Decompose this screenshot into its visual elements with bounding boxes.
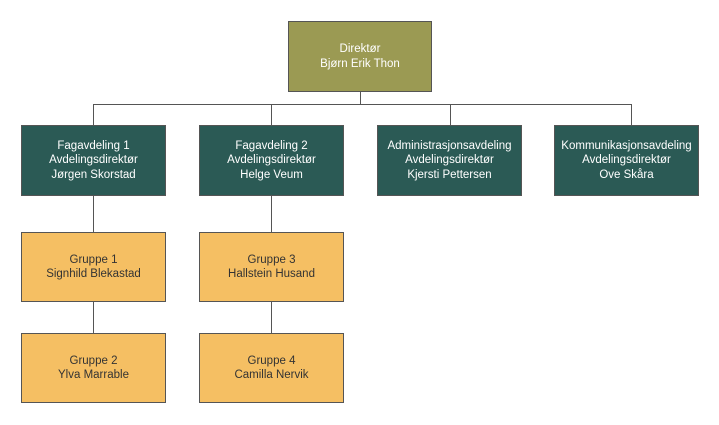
- department-head: Kjersti Pettersen: [407, 168, 492, 181]
- department-head: Helge Veum: [240, 168, 303, 181]
- connector-group1-group2: [93, 302, 94, 333]
- group-lead: Signhild Blekastad: [46, 268, 141, 280]
- group-lead: Camilla Nervik: [234, 369, 309, 381]
- department-box-administrasjon: Administrasjonsavdeling Avdelingsdirektø…: [377, 125, 522, 196]
- department-role: Avdelingsdirektør: [405, 154, 494, 167]
- connector-dept1-group1: [93, 196, 94, 232]
- group-lead: Hallstein Husand: [228, 268, 315, 280]
- group-box-4: Gruppe 4 Camilla Nervik: [199, 333, 344, 403]
- department-role: Avdelingsdirektør: [227, 154, 316, 167]
- director-name: Bjørn Erik Thon: [320, 57, 400, 70]
- group-lead: Ylva Marrable: [58, 369, 129, 381]
- group-unit: Gruppe 2: [69, 354, 118, 367]
- connector-dept-4: [631, 104, 632, 125]
- connector-dept-3: [450, 104, 451, 125]
- connector-dept-2: [271, 104, 272, 125]
- group-unit: Gruppe 3: [247, 253, 296, 266]
- department-box-fagavdeling-2: Fagavdeling 2 Avdelingsdirektør Helge Ve…: [199, 125, 344, 196]
- department-unit: Administrasjonsavdeling: [387, 139, 512, 152]
- connector-group3-group4: [271, 302, 272, 333]
- director-title: Direktør: [339, 43, 381, 55]
- connector-dept-1: [93, 104, 94, 125]
- department-box-kommunikasjon: Kommunikasjonsavdeling Avdelingsdirektør…: [554, 125, 699, 196]
- department-head: Jørgen Skorstad: [51, 168, 136, 181]
- department-head: Ove Skåra: [599, 168, 654, 181]
- connector-director-down: [360, 92, 361, 105]
- connector-dept2-group3: [271, 196, 272, 232]
- director-box: Direktør Bjørn Erik Thon: [288, 21, 432, 92]
- department-unit: Fagavdeling 2: [235, 139, 308, 152]
- department-unit: Kommunikasjonsavdeling: [561, 139, 692, 152]
- group-box-1: Gruppe 1 Signhild Blekastad: [21, 232, 166, 302]
- group-box-2: Gruppe 2 Ylva Marrable: [21, 333, 166, 403]
- department-role: Avdelingsdirektør: [49, 154, 138, 167]
- department-role: Avdelingsdirektør: [582, 154, 671, 167]
- department-box-fagavdeling-1: Fagavdeling 1 Avdelingsdirektør Jørgen S…: [21, 125, 166, 196]
- group-box-3: Gruppe 3 Hallstein Husand: [199, 232, 344, 302]
- group-unit: Gruppe 1: [69, 253, 118, 266]
- connector-horizontal-bar: [93, 104, 632, 105]
- department-unit: Fagavdeling 1: [57, 139, 130, 152]
- group-unit: Gruppe 4: [247, 354, 296, 367]
